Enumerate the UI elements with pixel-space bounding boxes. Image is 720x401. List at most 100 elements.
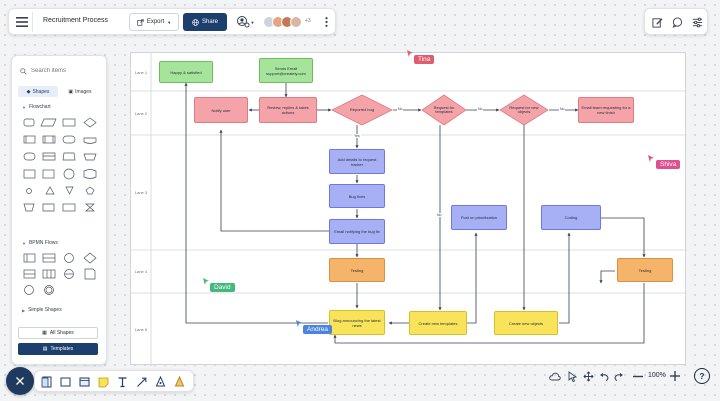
grid-icon: ▦	[42, 330, 47, 336]
node-create-templates[interactable]: Create new templates	[409, 311, 467, 335]
tab-images[interactable]: ▣ Images	[60, 86, 100, 97]
cursor-arrow-icon	[407, 50, 413, 57]
node-request-templates-label: Request for templates	[433, 104, 455, 114]
cursor-arrow-icon	[296, 320, 302, 327]
pointer-tool-icon[interactable]	[567, 371, 578, 382]
export-icon	[137, 18, 144, 26]
comment-icon	[672, 16, 682, 28]
edit-button[interactable]	[648, 13, 666, 31]
avatar[interactable]	[290, 16, 302, 28]
node-sends-email[interactable]: Sends Email support@creately.com	[259, 58, 313, 83]
cursor-label-david: David	[210, 283, 235, 292]
lane-1-label: Lane 1	[134, 69, 148, 75]
zoom-out-icon[interactable]	[633, 375, 643, 378]
diamond-shape	[499, 94, 549, 126]
lane-5-label: Lane 5	[134, 327, 148, 332]
edge-label-no: No	[477, 107, 484, 111]
chevron-down-icon: ▼	[167, 19, 172, 25]
document-title[interactable]: Recruitment Process	[43, 17, 108, 24]
chevron-down-icon: ▼	[22, 104, 26, 110]
export-button[interactable]: Export ▼	[129, 13, 179, 31]
node-testing-right[interactable]: Testing	[617, 258, 673, 282]
edit-pencil-icon	[651, 17, 663, 28]
bpmn-shapes-grid[interactable]	[22, 252, 106, 302]
node-email-notifying[interactable]: Email notifying the bug fix	[329, 219, 385, 244]
shapes-panel: ◆ Shapes ▣ Images ▼ Flowchart	[11, 55, 107, 365]
comments-button[interactable]	[668, 13, 686, 31]
close-button[interactable]	[6, 367, 34, 395]
more-options-button[interactable]	[320, 13, 332, 31]
node-request-objects[interactable]: Request for new objects	[499, 94, 549, 126]
cursor-arrow-icon	[648, 155, 654, 162]
bottom-right-toolbar: 100% ?	[546, 367, 716, 387]
redo-icon[interactable]	[613, 371, 624, 382]
zoom-level[interactable]: 100%	[648, 372, 666, 379]
templates-button[interactable]: ▤ Templates	[18, 343, 98, 355]
sticky-note-icon[interactable]	[98, 376, 109, 388]
section-flowchart-label: Flowchart	[28, 104, 51, 110]
settings-button[interactable]	[688, 13, 706, 31]
edge-label-no: No	[436, 213, 443, 217]
node-add-details[interactable]: Add details to request tracker	[329, 149, 385, 174]
tab-shapes[interactable]: ◆ Shapes	[18, 86, 58, 97]
all-shapes-button[interactable]: ▦ All Shapes	[18, 327, 98, 339]
node-happy-satisfied[interactable]: Happy & satisfied	[159, 61, 213, 83]
export-label: Export	[146, 19, 165, 25]
node-request-templates[interactable]: Request for templates	[421, 94, 467, 126]
cursor-label-andrea: Andrea	[303, 325, 332, 334]
rectangle-tool-icon[interactable]	[60, 376, 71, 388]
connector-tool-icon[interactable]	[136, 376, 147, 388]
page-icon[interactable]	[41, 376, 52, 388]
cursor-label-tina: Tina	[414, 55, 435, 64]
text-tool-icon[interactable]	[117, 376, 128, 388]
search-box[interactable]	[20, 64, 100, 78]
node-bug-fixes[interactable]: Bug fixes	[329, 184, 385, 208]
diagram-canvas[interactable]: Lane 1 Lane 2 Lane 3 Lane 4 Lane 5 Happy…	[130, 52, 687, 366]
section-bpmn-label: BPMN Flows	[28, 240, 58, 246]
lane-2-label: Lane 2	[134, 110, 148, 116]
share-button[interactable]: Share	[183, 13, 227, 31]
chevron-right-icon: ▶	[22, 307, 26, 313]
node-reported-bug-label: Reported bug	[349, 106, 375, 112]
edge-label-no: No	[559, 107, 566, 111]
section-simple-label: Simple Shapes	[28, 307, 62, 313]
all-shapes-label: All Shapes	[49, 330, 74, 336]
vertical-dots-icon	[324, 17, 328, 27]
edge-label-no: No	[397, 107, 404, 111]
node-create-objects[interactable]: Create new objects	[494, 311, 558, 335]
search-input[interactable]	[31, 68, 93, 74]
templates-label: Templates	[50, 346, 74, 352]
menu-button[interactable]	[12, 12, 33, 32]
shapes-tab-icon: ◆	[26, 88, 31, 95]
node-testing-lane4[interactable]: Testing	[329, 258, 385, 282]
container-tool-icon[interactable]	[79, 376, 90, 388]
tab-images-label: Images	[75, 88, 92, 95]
section-flowchart[interactable]: ▼ Flowchart	[22, 104, 51, 110]
node-review-replies[interactable]: Review, replies & takes actions	[259, 97, 317, 123]
collaborator-avatars[interactable]: +3	[263, 15, 319, 30]
chevron-down-icon: ▼	[250, 19, 255, 25]
search-icon	[20, 67, 27, 75]
node-coding[interactable]: Coding	[541, 205, 601, 230]
collaborator-settings-button[interactable]: ▼	[231, 13, 259, 31]
share-label: Share	[201, 19, 218, 25]
help-button[interactable]: ?	[694, 368, 710, 384]
flowchart-shapes-grid[interactable]	[22, 116, 106, 220]
bottom-toolbar	[34, 370, 194, 392]
section-simple-shapes[interactable]: ▶ Simple Shapes	[22, 307, 62, 313]
pan-tool-icon[interactable]	[583, 371, 594, 382]
node-post-on-prioritization[interactable]: Post on prioritization	[451, 205, 507, 230]
highlighter-tool-icon[interactable]	[174, 376, 185, 388]
node-notify-user[interactable]: Notify user	[194, 97, 248, 123]
help-label: ?	[699, 371, 705, 381]
pen-tool-icon[interactable]	[155, 376, 166, 388]
node-email-team[interactable]: Email team requesting for a new finish	[578, 97, 634, 123]
lane-3-label: Lane 3	[134, 190, 148, 195]
undo-icon[interactable]	[599, 371, 610, 382]
node-reported-bug[interactable]: Reported bug	[331, 94, 393, 126]
cursor-label-shiva: Shiva	[656, 160, 681, 169]
cloud-sync-icon[interactable]	[549, 371, 561, 382]
section-bpmn[interactable]: ▼ BPMN Flows	[22, 240, 58, 246]
node-blog-announcing[interactable]: Blog announcing the latest news	[329, 310, 385, 335]
zoom-in-icon[interactable]	[670, 371, 680, 381]
